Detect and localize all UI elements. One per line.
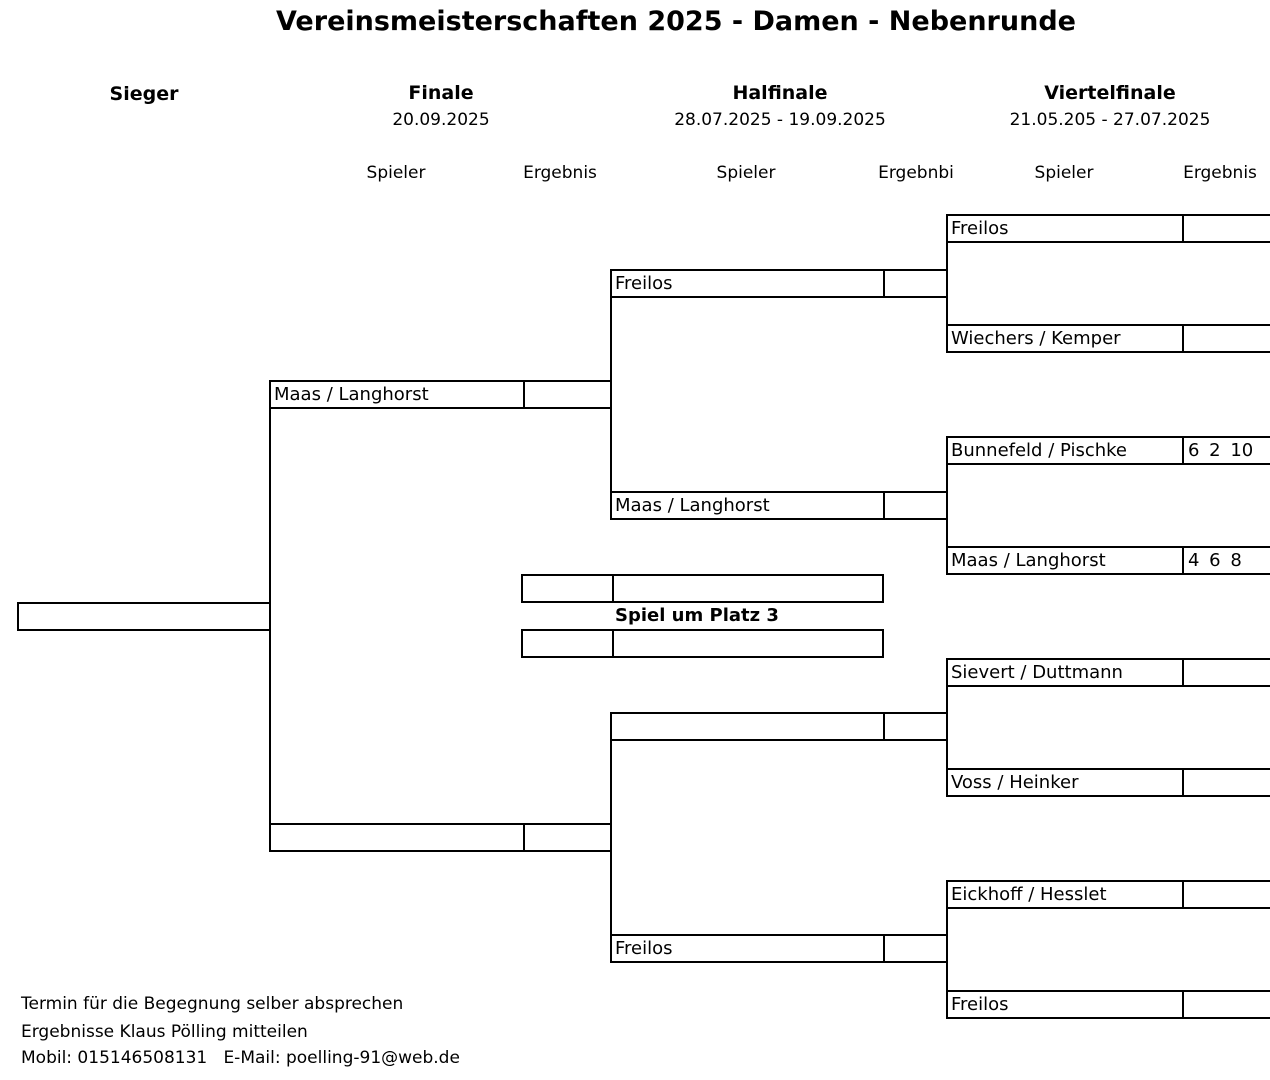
hf-slot-1-player: Freilos [612, 271, 885, 296]
platz3-slot-1[interactable] [521, 574, 884, 603]
vf-slot-3-score: 6 2 10 [1188, 440, 1254, 461]
vf-slot-3-player: Bunnefeld / Pischke [948, 438, 1184, 463]
hf-slot-1[interactable]: Freilos [610, 269, 948, 298]
footer-line-2: Ergebnisse Klaus Pölling mitteilen [21, 1022, 308, 1042]
round-dates-finale: 20.09.2025 [392, 110, 490, 130]
finale-slot-1-player: Maas / Langhorst [271, 382, 525, 407]
platz3-slot-2-player [614, 631, 882, 656]
vf-slot-5-player: Sievert / Duttmann [948, 660, 1184, 685]
finale-slot-1-score [525, 382, 610, 407]
page-title: Vereinsmeisterschaften 2025 - Damen - Ne… [276, 6, 1076, 37]
col-header-halb-ergebnis: Ergebnbi [878, 163, 954, 183]
platz3-slot-2-score [523, 631, 614, 656]
hf-slot-4[interactable]: Freilos [610, 934, 948, 963]
vf-slot-8[interactable]: Freilos [946, 990, 1270, 1019]
round-dates-viertelfinale: 21.05.205 - 27.07.2025 [1009, 110, 1211, 130]
vf-slot-3[interactable]: Bunnefeld / Pischke 6 2 10 [946, 436, 1270, 465]
vf-slot-6[interactable]: Voss / Heinker [946, 768, 1270, 797]
platz3-slot-2[interactable] [521, 629, 884, 658]
vf-slot-5[interactable]: Sievert / Duttmann [946, 658, 1270, 687]
platz3-label: Spiel um Platz 3 [615, 605, 779, 626]
hf-slot-4-player: Freilos [612, 936, 885, 961]
vf-slot-5-score [1184, 660, 1270, 685]
round-dates-halbfinale: 28.07.2025 - 19.09.2025 [674, 110, 886, 130]
vf-slot-6-player: Voss / Heinker [948, 770, 1184, 795]
finale-slot-2-player [271, 825, 525, 850]
hf-slot-2-player: Maas / Langhorst [612, 493, 885, 518]
vf-slot-8-player: Freilos [948, 992, 1184, 1017]
vf-slot-4-player: Maas / Langhorst [948, 548, 1184, 573]
sieger-slot[interactable] [17, 602, 271, 631]
col-header-finale-ergebnis: Ergebnis [523, 163, 597, 183]
vf-slot-1-player: Freilos [948, 216, 1184, 241]
vf-slot-7-score [1184, 882, 1270, 907]
col-header-viertel-ergebnis: Ergebnis [1183, 163, 1257, 183]
finale-slot-2-score [525, 825, 610, 850]
hf-slot-3[interactable] [610, 712, 948, 741]
hf-slot-1-score [885, 271, 946, 296]
hf-slot-3-score [885, 714, 946, 739]
col-header-viertel-spieler: Spieler [1034, 163, 1094, 183]
col-header-halb-spieler: Spieler [716, 163, 776, 183]
col-header-finale-spieler: Spieler [366, 163, 426, 183]
platz3-slot-1-player [614, 576, 882, 601]
footer-line-3: Mobil: 015146508131 E-Mail: poelling-91@… [21, 1048, 460, 1068]
round-header-halbfinale: Halfinale [732, 82, 828, 104]
round-header-sieger: Sieger [109, 83, 179, 105]
vf-slot-2[interactable]: Wiechers / Kemper [946, 324, 1270, 353]
vf-slot-2-score [1184, 326, 1270, 351]
vf-slot-4[interactable]: Maas / Langhorst 4 6 8 [946, 546, 1270, 575]
vf-slot-2-player: Wiechers / Kemper [948, 326, 1184, 351]
round-header-finale: Finale [408, 82, 474, 104]
vf-slot-7[interactable]: Eickhoff / Hesslet [946, 880, 1270, 909]
vf-slot-6-score [1184, 770, 1270, 795]
vf-slot-8-score [1184, 992, 1270, 1017]
hf-slot-4-score [885, 936, 946, 961]
platz3-slot-1-score [523, 576, 614, 601]
vf-slot-7-player: Eickhoff / Hesslet [948, 882, 1184, 907]
hf-slot-3-player [612, 714, 885, 739]
vf-slot-1[interactable]: Freilos [946, 214, 1270, 243]
finale-slot-2[interactable] [269, 823, 612, 852]
hf-slot-2-score [885, 493, 946, 518]
round-header-viertelfinale: Viertelfinale [1044, 82, 1176, 104]
finale-slot-1[interactable]: Maas / Langhorst [269, 380, 612, 409]
vf-slot-1-score [1184, 216, 1270, 241]
hf-slot-2[interactable]: Maas / Langhorst [610, 491, 948, 520]
footer-line-1: Termin für die Begegnung selber absprech… [21, 994, 404, 1014]
vf-slot-4-score: 4 6 8 [1188, 550, 1242, 571]
